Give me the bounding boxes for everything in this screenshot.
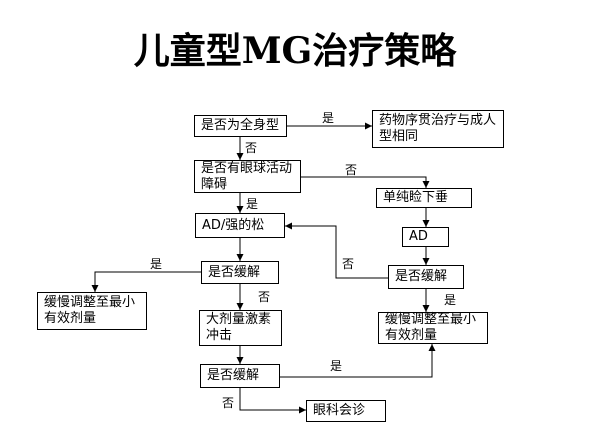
edge-remitbottom-to-slowright — [280, 344, 436, 378]
node-general-type: 是否为全身型 — [194, 115, 287, 137]
edge-label-no: 否 — [345, 163, 358, 177]
node-remission-left: 是否缓解 — [201, 261, 279, 284]
edge-label-no: 否 — [222, 396, 235, 410]
edge-remitleft-to-slowleft — [91, 271, 201, 292]
node-slow-adjust-left: 缓慢调整至最小有效剂量 — [37, 292, 147, 330]
edge-remitright-to-adstrong — [285, 222, 388, 279]
node-remission-bottom: 是否缓解 — [200, 364, 280, 388]
node-slow-adjust-right: 缓慢调整至最小有效剂量 — [378, 312, 488, 344]
node-ad: AD — [402, 227, 449, 247]
edge-label-no: 否 — [342, 257, 355, 271]
edge-label-yes: 是 — [150, 257, 163, 271]
page-title: 儿童型MG治疗策略 — [133, 30, 457, 72]
node-ocular-movement: 是否有眼球活动障碍 — [194, 160, 301, 193]
node-ad-prednisone: AD/强的松 — [195, 213, 285, 238]
edge-label-no: 否 — [245, 141, 258, 155]
edge-remitbottom-to-eye — [239, 388, 306, 414]
edge-label-yes: 是 — [444, 293, 457, 307]
edge-label-yes: 是 — [322, 111, 335, 125]
node-eye-consult: 眼科会诊 — [306, 400, 386, 422]
edge-label-no: 否 — [258, 290, 271, 304]
node-pulse-steroids: 大剂量激素冲击 — [199, 310, 282, 346]
edge-label-yes: 是 — [246, 197, 259, 211]
node-remission-right: 是否缓解 — [388, 265, 464, 289]
node-drug-therapy: 药物序贯治疗与成人型相同 — [372, 110, 504, 148]
edge-label-yes: 是 — [330, 359, 343, 373]
edge-ocular-to-ptosis — [301, 176, 430, 188]
node-ptosis: 单纯睑下垂 — [376, 188, 472, 208]
